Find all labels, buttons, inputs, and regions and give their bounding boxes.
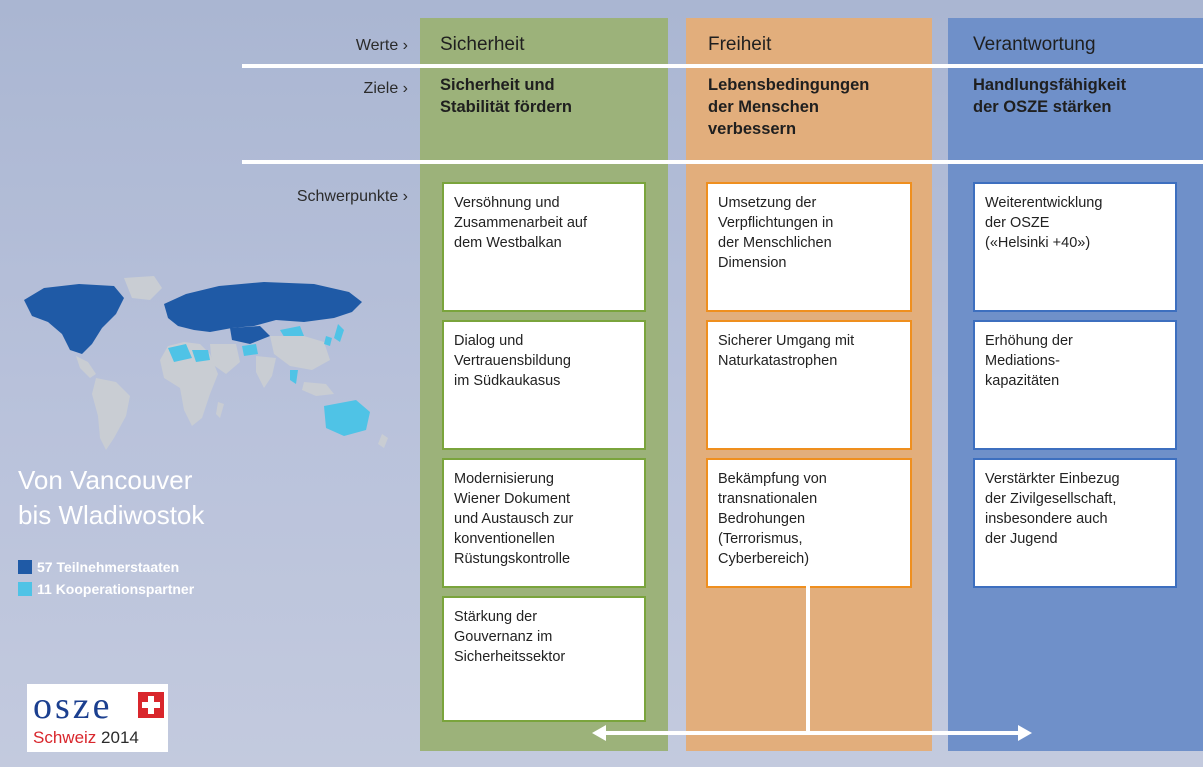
priority-line: kapazitäten xyxy=(985,373,1060,389)
priority-line: Bekämpfung von xyxy=(718,471,827,487)
double-arrow-icon xyxy=(592,725,1032,741)
value-title-sicherheit: Sicherheit xyxy=(440,34,525,55)
priority-line: Vertrauensbildung xyxy=(454,353,571,369)
priority-line: Bedrohungen xyxy=(718,511,806,527)
goal-line: Lebensbedingungen xyxy=(708,76,870,94)
priority-line: Cyberbereich) xyxy=(718,551,810,567)
value-title-verantwortung: Verantwortung xyxy=(973,34,1096,55)
priority-box-verantwortung-3: Verstärkter Einbezug der Zivilgesellscha… xyxy=(973,458,1177,588)
priority-line: Rüstungskontrolle xyxy=(454,551,571,567)
legend-swatch xyxy=(18,582,32,596)
priority-line: («Helsinki +40») xyxy=(985,235,1091,251)
goal-freiheit: Lebensbedingungen der Menschen verbesser… xyxy=(708,74,869,140)
logo-country: Schweiz xyxy=(33,728,97,747)
logo-year: 2014 xyxy=(101,728,139,747)
priority-box-freiheit-2: Sicherer Umgang mit Naturkatastrophen xyxy=(706,320,912,450)
region-title-line-2: bis Wladiwostok xyxy=(18,500,205,530)
priority-line: Sicherer Umgang mit xyxy=(718,333,855,349)
legend-item-partners: 11 Kooperationspartner xyxy=(18,580,194,598)
priority-line: Weiterentwicklung xyxy=(985,195,1103,211)
region-title-line-1: Von Vancouver xyxy=(18,465,193,495)
legend-item-participating: 57 Teilnehmerstaaten xyxy=(18,558,179,576)
priority-line: der Jugend xyxy=(985,531,1058,547)
priority-line: Naturkatastrophen xyxy=(718,353,838,369)
goal-line: Sicherheit und xyxy=(440,76,555,94)
priority-line: Dimension xyxy=(718,255,787,271)
divider-line-values xyxy=(242,64,1203,68)
priority-line: Zusammenarbeit auf xyxy=(454,215,587,231)
priority-line: Stärkung der xyxy=(454,609,538,625)
priority-box-verantwortung-2: Erhöhung der Mediations- kapazitäten xyxy=(973,320,1177,450)
goal-line: der OSZE stärken xyxy=(973,98,1112,116)
priority-line: der OSZE xyxy=(985,215,1050,231)
goal-verantwortung: Handlungsfähigkeit der OSZE stärken xyxy=(973,74,1126,118)
priority-line: Mediations- xyxy=(985,353,1060,369)
value-title-freiheit: Freiheit xyxy=(708,34,772,55)
priority-box-freiheit-1: Umsetzung der Verpflichtungen in der Men… xyxy=(706,182,912,312)
connector-line xyxy=(806,586,810,733)
row-label-schwerpunkte: Schwerpunkte › xyxy=(296,188,408,205)
priority-line: und Austausch zur xyxy=(454,511,574,527)
goal-line: Handlungsfähigkeit xyxy=(973,76,1127,94)
logo-subtitle: Schweiz 2014 xyxy=(33,728,139,748)
goal-line: der Menschen xyxy=(708,98,819,116)
priority-line: der Menschlichen xyxy=(718,235,832,251)
priority-line: (Terrorismus, xyxy=(718,531,803,547)
priority-box-sicherheit-4: Stärkung der Gouvernanz im Sicherheitsse… xyxy=(442,596,646,722)
priority-line: dem Westbalkan xyxy=(454,235,562,251)
priority-line: Versöhnung und xyxy=(454,195,560,211)
legend-label: 11 Kooperationspartner xyxy=(37,581,195,597)
priority-box-verantwortung-1: Weiterentwicklung der OSZE («Helsinki +4… xyxy=(973,182,1177,312)
row-label-werte: Werte › xyxy=(355,37,408,54)
swiss-cross-icon xyxy=(138,692,164,718)
goal-line: Stabilität fördern xyxy=(440,98,573,116)
priority-line: Umsetzung der xyxy=(718,195,817,211)
priority-box-sicherheit-1: Versöhnung und Zusammenarbeit auf dem We… xyxy=(442,182,646,312)
logo-wordmark: osze xyxy=(33,685,113,727)
goal-line: verbessern xyxy=(708,120,797,138)
priority-line: Verpflichtungen in xyxy=(718,215,834,231)
priority-line: Erhöhung der xyxy=(985,333,1073,349)
priority-line: Sicherheitssektor xyxy=(454,649,566,665)
priority-box-freiheit-3: Bekämpfung von transnationalen Bedrohung… xyxy=(706,458,912,588)
priority-line: im Südkaukasus xyxy=(454,373,561,389)
priority-line: Verstärkter Einbezug xyxy=(985,471,1120,487)
legend-label: 57 Teilnehmerstaaten xyxy=(37,559,180,575)
goal-sicherheit: Sicherheit und Stabilität fördern xyxy=(440,74,572,118)
priority-line: Wiener Dokument xyxy=(454,491,571,507)
legend-swatch xyxy=(18,560,32,574)
priority-line: der Zivilgesellschaft, xyxy=(985,491,1117,507)
priority-line: Dialog und xyxy=(454,333,524,349)
priority-box-sicherheit-2: Dialog und Vertrauensbildung im Südkauka… xyxy=(442,320,646,450)
osze-logo: osze Schweiz 2014 xyxy=(27,684,168,752)
priority-line: transnationalen xyxy=(718,491,818,507)
divider-line-goals xyxy=(242,160,1203,164)
row-label-ziele: Ziele › xyxy=(363,80,408,97)
world-map-icon xyxy=(24,276,388,450)
priority-line: konventionellen xyxy=(454,531,555,547)
priority-line: Gouvernanz im xyxy=(454,629,553,645)
priority-box-sicherheit-3: Modernisierung Wiener Dokument und Austa… xyxy=(442,458,646,588)
priority-line: insbesondere auch xyxy=(985,511,1108,527)
priority-line: Modernisierung xyxy=(454,471,554,487)
